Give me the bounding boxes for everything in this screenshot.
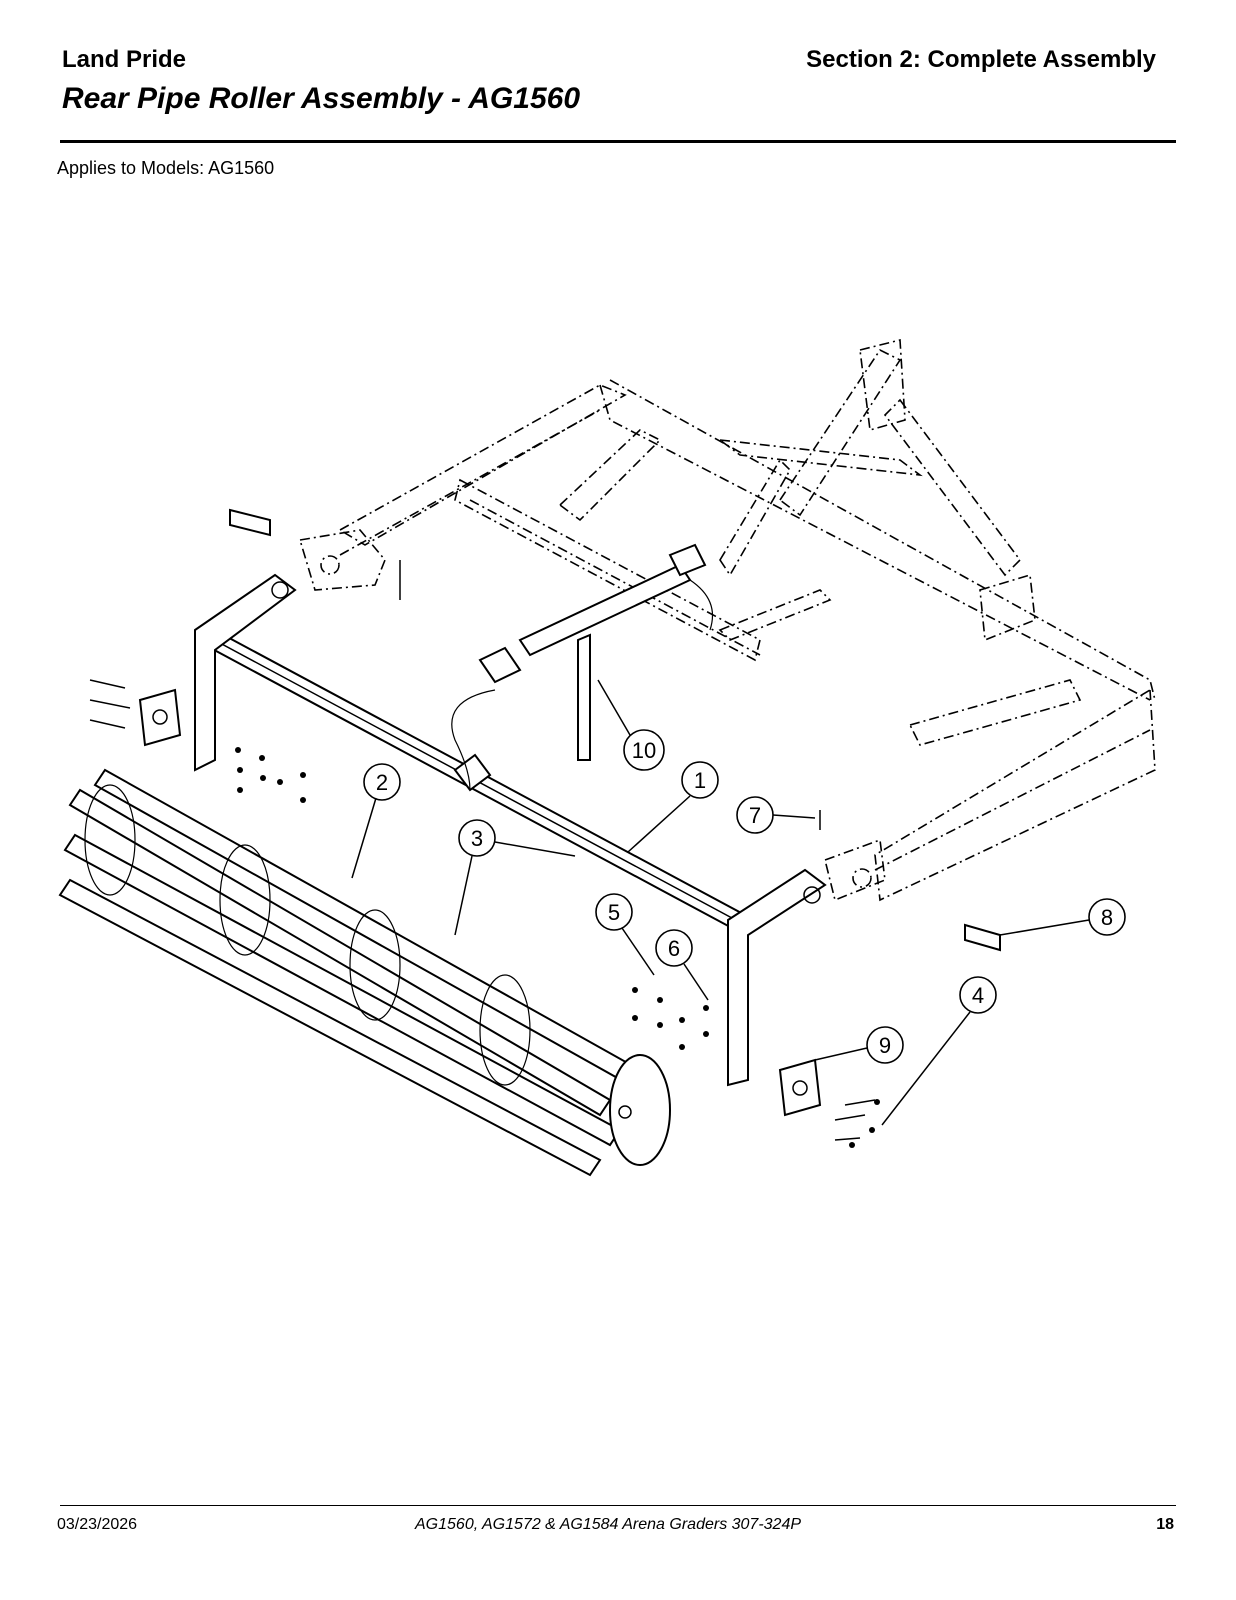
header-divider	[60, 140, 1176, 143]
svg-text:2: 2	[376, 770, 388, 795]
svg-text:9: 9	[879, 1033, 891, 1058]
footer-document-title: AG1560, AG1572 & AG1584 Arena Graders 30…	[415, 1516, 802, 1533]
grader-frame-phantom	[298, 338, 1156, 902]
svg-text:10: 10	[632, 738, 656, 763]
callout-9: 9	[814, 1026, 904, 1064]
applies-to-models: Applies to Models: AG1560	[57, 158, 275, 178]
callout-3: 3	[454, 819, 576, 936]
pipe-roller	[58, 768, 671, 1177]
svg-text:5: 5	[608, 900, 620, 925]
roller-toolbar	[194, 573, 827, 1087]
callout-6: 6	[655, 929, 709, 1001]
page-title: Rear Pipe Roller Assembly - AG1560	[62, 82, 580, 115]
section-title: Section 2: Complete Assembly	[806, 46, 1156, 73]
footer-date: 03/23/2026	[57, 1516, 138, 1533]
brand-name: Land Pride	[62, 46, 187, 73]
svg-text:3: 3	[471, 826, 483, 851]
callout-4: 4	[881, 976, 997, 1126]
callout-7: 7	[736, 796, 816, 834]
footer-divider	[60, 1505, 1176, 1506]
callout-1: 1	[627, 761, 719, 853]
callout-5: 5	[595, 893, 655, 976]
svg-text:7: 7	[749, 803, 761, 828]
svg-text:4: 4	[972, 983, 984, 1008]
callout-8: 8	[999, 898, 1126, 936]
top-link-turnbuckle	[451, 543, 714, 791]
page-number: 18	[1156, 1516, 1174, 1533]
callout-2: 2	[351, 763, 401, 879]
svg-text:1: 1	[694, 768, 706, 793]
svg-text:6: 6	[668, 936, 680, 961]
svg-text:8: 8	[1101, 905, 1113, 930]
bearing-and-hardware	[89, 508, 1001, 1148]
callout-10: 10	[597, 679, 665, 771]
